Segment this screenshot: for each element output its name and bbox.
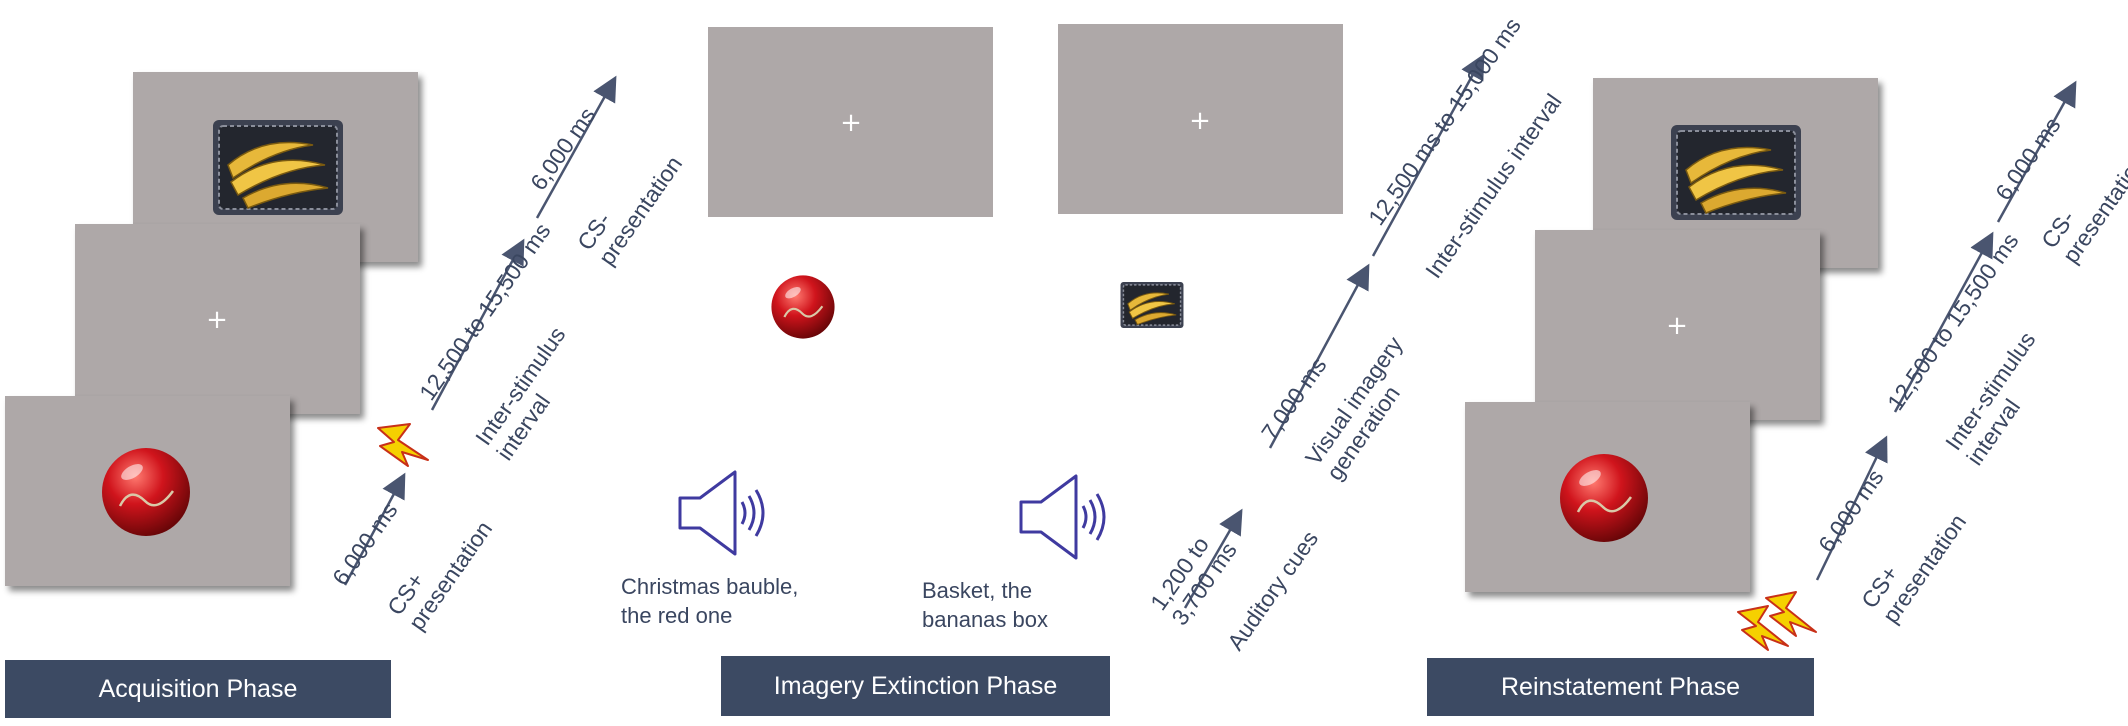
fixation-cross: + [206, 305, 228, 335]
lightning-bolt-icon [1765, 591, 1817, 637]
banana-basket-image-small [1120, 282, 1184, 328]
imagery-extinction-phase-label: Imagery Extinction Phase [721, 656, 1110, 716]
fixation-cross: + [1666, 311, 1688, 341]
timeline-arrow [1815, 435, 1888, 581]
cue-text-line: Christmas bauble, [621, 574, 799, 599]
banana-basket-image [1671, 125, 1801, 220]
cue-text-line: the red one [621, 602, 733, 628]
timeline-arrow [535, 75, 617, 219]
acq-screen-fixation: + [75, 224, 360, 414]
reinstatement-phase-label: Reinstatement Phase [1427, 658, 1814, 716]
timeline-arrow [1268, 263, 1370, 449]
acquisition-phase-label: Acquisition Phase [5, 660, 391, 718]
timeline-arrow [1996, 80, 2077, 223]
ext-screen-fixation-1: + [708, 27, 993, 217]
rein-screen-cs-plus [1465, 402, 1750, 592]
timeline-arrow [430, 238, 525, 411]
speaker-icon [678, 470, 765, 556]
cue-text-line: bananas box [922, 606, 1048, 632]
rein-screen-fixation: + [1535, 230, 1820, 420]
ext-screen-fixation-2: + [1058, 24, 1343, 214]
timeline-arrow [1893, 231, 1994, 413]
fixation-cross: + [1189, 106, 1211, 136]
lightning-bolt-icon [1737, 605, 1789, 651]
timeline-arrow [1183, 508, 1243, 609]
christmas-bauble-image [1560, 454, 1648, 542]
timeline-arrow [343, 472, 406, 586]
auditory-cue-1: Christmas bauble, the red one [621, 573, 798, 630]
christmas-bauble-image [102, 448, 190, 536]
cue-text-line: Basket, the [922, 578, 1033, 603]
speaker-icon [1019, 474, 1106, 560]
auditory-cue-2: Basket, the bananas box [922, 577, 1048, 634]
banana-basket-image [213, 120, 343, 215]
fixation-cross: + [840, 108, 862, 138]
acq-screen-cs-plus [5, 396, 290, 586]
timeline-arrow [1371, 53, 1485, 257]
christmas-bauble-image-small [771, 275, 835, 339]
lightning-bolt-icon [377, 423, 429, 467]
